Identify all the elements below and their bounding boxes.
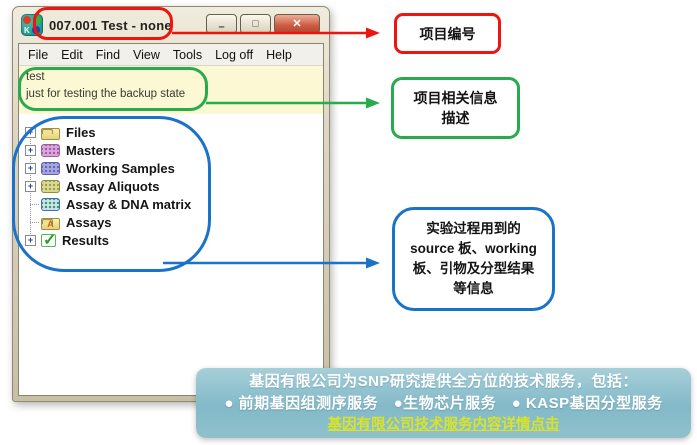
icon-k-letter: K (24, 26, 30, 35)
expand-icon[interactable]: + (25, 144, 36, 156)
menu-item-edit[interactable]: Edit (61, 47, 83, 62)
expand-icon[interactable]: + (25, 234, 36, 246)
icon-blue-dot (32, 26, 40, 34)
assays-letter: A (47, 219, 54, 230)
project-description-area: test just for testing the backup state (19, 66, 323, 114)
menu-item-tools[interactable]: Tools (172, 47, 203, 62)
plate-olive-icon (41, 180, 60, 193)
description-line-1: test (26, 71, 45, 83)
icon-red-dot (23, 16, 31, 24)
minimize-icon: – (218, 20, 225, 33)
callout-project-number: 项目编号 (394, 13, 501, 54)
tree-item-label: Assay & DNA matrix (66, 196, 192, 212)
callout-experiment-info: 实验过程用到的 source 板、working 板、引物及分型结果 等信息 (392, 207, 555, 311)
tree-branch-stub (25, 199, 39, 210)
close-button[interactable]: ✕ (274, 14, 320, 34)
matrix-icon (41, 198, 60, 211)
check-glyph: ✓ (43, 232, 57, 249)
menu-item-logoff[interactable]: Log off (215, 47, 254, 62)
callout-project-info: 项目相关信息 描述 (391, 77, 520, 139)
tree-item-label: Assay Aliquots (66, 178, 160, 194)
tree-item-label: Working Samples (66, 160, 175, 176)
folder-a-icon: A (41, 217, 60, 230)
menubar: File Edit Find View Tools Log off Help (19, 44, 323, 66)
tree-item-label: Assays (66, 214, 112, 230)
expand-icon[interactable]: + (25, 126, 36, 138)
tree-row-assay-aliquots[interactable]: + Assay Aliquots (19, 177, 323, 195)
tree-row-results[interactable]: + ✓ Results (19, 231, 323, 249)
menu-item-find[interactable]: Find (95, 47, 121, 62)
titlebar[interactable]: K 007.001 Test - none – □ ✕ (13, 7, 329, 43)
maximize-icon: □ (252, 18, 259, 30)
callout-text: 实验过程用到的 (426, 220, 521, 236)
caption-buttons: – □ ✕ (206, 14, 320, 34)
close-icon: ✕ (292, 17, 302, 30)
results-check-icon: ✓ (41, 232, 56, 249)
folder-icon (41, 127, 60, 140)
tree-row-files[interactable]: + Files (19, 123, 323, 141)
tree-row-working-samples[interactable]: + Working Samples (19, 159, 323, 177)
tree-item-label: Masters (66, 142, 116, 158)
banner-line-2: ● 前期基因组测序服务 ●生物芯片服务 ● KASP基因分型服务 (224, 394, 663, 412)
tree-branch-stub (25, 217, 39, 228)
window-client-area: File Edit Find View Tools Log off Help t… (18, 43, 324, 396)
description-line-2: just for testing the backup state (26, 87, 186, 100)
callout-text: 描述 (441, 110, 470, 126)
callout-text: 等信息 (453, 281, 494, 297)
callout-text: 板、引物及分型结果 (412, 261, 535, 276)
tree-row-masters[interactable]: + Masters (19, 141, 323, 159)
minimize-button[interactable]: – (206, 14, 237, 34)
tree-item-label: Results (62, 232, 109, 248)
banner-line-1: 基因有限公司为SNP研究提供全方位的技术服务，包括： (249, 373, 638, 391)
callout-text: 项目相关信息 (413, 89, 498, 106)
menu-item-file[interactable]: File (28, 47, 49, 62)
tree-row-assay-dna-matrix[interactable]: Assay & DNA matrix (19, 195, 323, 213)
kraken-app-icon: K (21, 14, 43, 36)
app-window: K 007.001 Test - none – □ ✕ File Edit Fi… (12, 6, 330, 402)
expand-icon[interactable]: + (25, 162, 36, 174)
window-title: 007.001 Test - none (49, 17, 172, 33)
plate-purple-icon (41, 162, 60, 175)
icon-green-dot (33, 16, 41, 24)
tree-item-label: Files (66, 124, 96, 140)
callout-text: source 板、working (410, 240, 537, 256)
promo-banner: 基因有限公司为SNP研究提供全方位的技术服务，包括： ● 前期基因组测序服务 ●… (196, 368, 691, 438)
maximize-button[interactable]: □ (240, 14, 271, 34)
menu-item-help[interactable]: Help (266, 47, 292, 62)
promo-link[interactable]: 基因有限公司技术服务内容详情点击 (327, 416, 560, 433)
menu-item-view[interactable]: View (133, 47, 160, 62)
callout-text: 项目编号 (419, 25, 476, 42)
project-tree: + Files + Masters + Working Samples + (19, 114, 323, 395)
plate-pink-icon (41, 144, 60, 157)
expand-icon[interactable]: + (25, 180, 36, 192)
tree-row-assays[interactable]: A Assays (19, 213, 323, 231)
